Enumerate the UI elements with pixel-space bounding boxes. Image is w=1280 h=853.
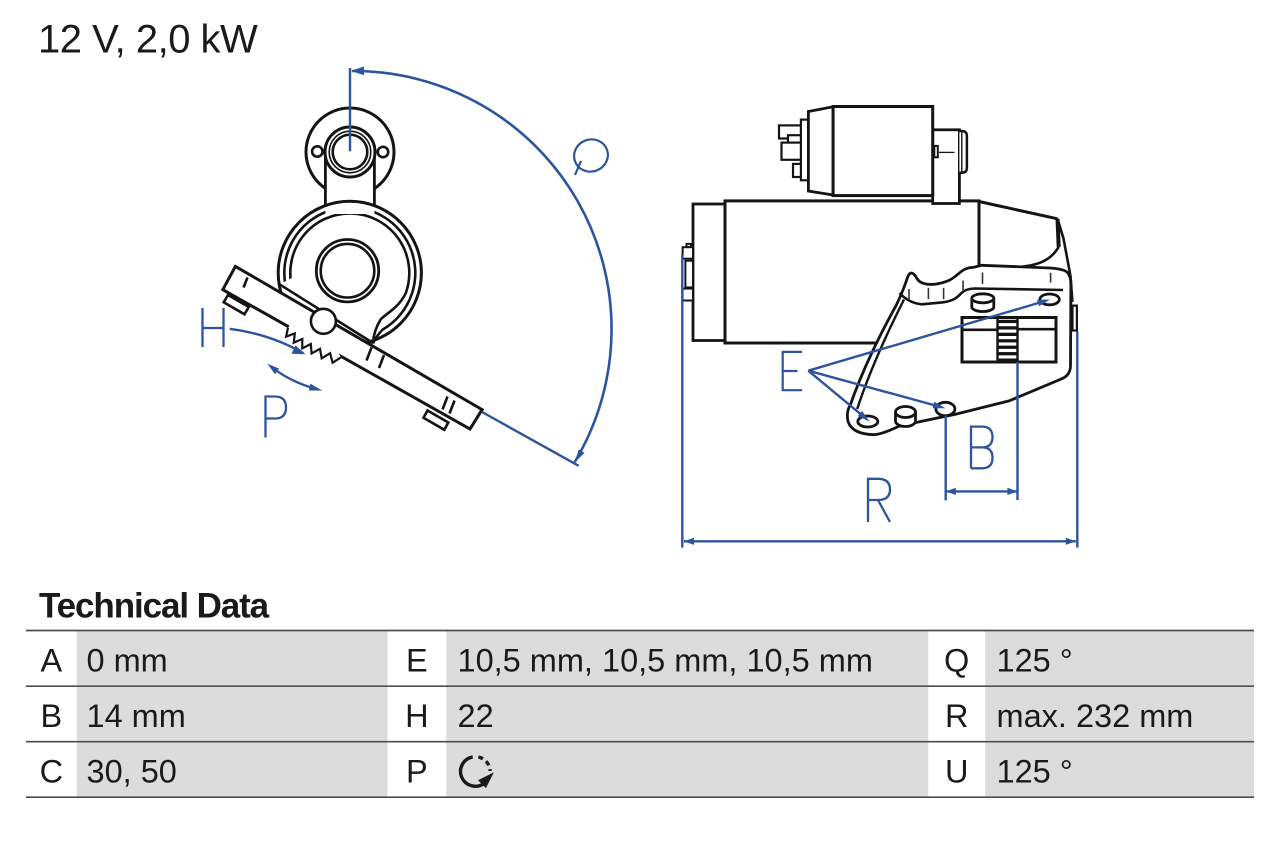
svg-text:C: C bbox=[40, 753, 63, 789]
svg-text:B: B bbox=[41, 698, 63, 734]
svg-text:14 mm: 14 mm bbox=[87, 698, 186, 734]
svg-text:10,5 mm, 10,5 mm, 10,5 mm: 10,5 mm, 10,5 mm, 10,5 mm bbox=[458, 642, 873, 678]
svg-text:125 °: 125 ° bbox=[997, 753, 1073, 789]
svg-text:E: E bbox=[406, 642, 428, 678]
svg-text:22: 22 bbox=[458, 698, 494, 734]
svg-text:max. 232 mm: max. 232 mm bbox=[997, 698, 1194, 734]
svg-text:P: P bbox=[406, 753, 428, 789]
svg-text:U: U bbox=[945, 753, 968, 789]
svg-text:Q: Q bbox=[944, 642, 969, 678]
svg-text:R: R bbox=[945, 698, 968, 734]
svg-text:A: A bbox=[41, 642, 63, 678]
svg-text:12 V, 2,0 kW: 12 V, 2,0 kW bbox=[38, 18, 258, 62]
svg-text:125 °: 125 ° bbox=[997, 642, 1073, 678]
svg-text:30, 50: 30, 50 bbox=[87, 753, 177, 789]
svg-text:Technical Data: Technical Data bbox=[39, 587, 270, 626]
svg-text:H: H bbox=[405, 698, 428, 734]
svg-text:0 mm: 0 mm bbox=[87, 642, 168, 678]
